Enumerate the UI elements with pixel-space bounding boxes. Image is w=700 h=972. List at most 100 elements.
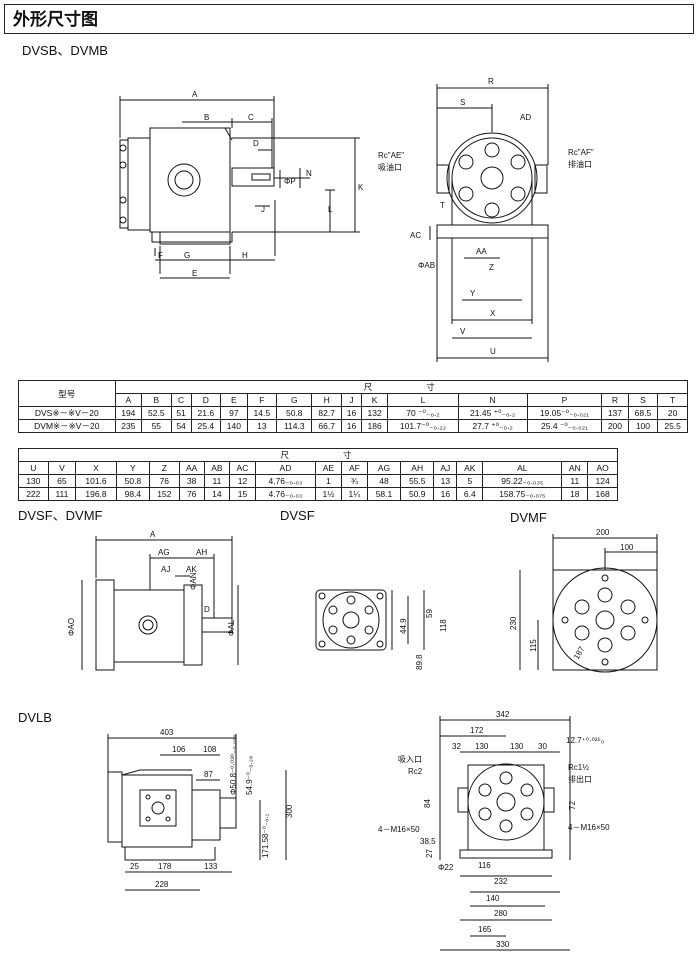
dvsf-dim-AK: AK xyxy=(186,565,197,574)
table-cell: 55.5 xyxy=(400,474,435,488)
table-cell: 196.8 xyxy=(75,487,117,501)
table-cell: 5 xyxy=(456,474,484,488)
dim-Y: Y xyxy=(470,289,476,298)
column-header: D xyxy=(190,393,222,407)
column-header: AN xyxy=(561,461,589,475)
column-header: F xyxy=(246,393,278,407)
dvsf-dim-89-8: 89.8 xyxy=(415,654,424,670)
dim-H: H xyxy=(242,251,248,260)
table-cell: 66.7 xyxy=(311,419,343,433)
section-dvmf-title: DVMF xyxy=(510,510,547,525)
table-cell: 16 xyxy=(433,487,458,501)
table-cell: 13 xyxy=(433,474,458,488)
table-cell: 97 xyxy=(220,406,248,420)
outlet-name-label: 排油口 xyxy=(568,159,592,169)
table-cell: 4.76₋₀.₀₃ xyxy=(254,474,316,488)
table-cell: 20 xyxy=(657,406,688,420)
table-cell: 186 xyxy=(360,419,389,433)
dvmf-dim-200: 200 xyxy=(596,528,610,537)
column-header: L xyxy=(387,393,459,407)
dimension-group-header: 尺 寸 xyxy=(114,380,689,394)
dvlb-dim-140: 140 xyxy=(486,894,500,903)
dim-L: L xyxy=(328,205,333,214)
inlet-name-label: 吸油口 xyxy=(378,162,402,172)
outlet-port-label: Rc"AF" xyxy=(568,148,594,157)
table-cell: 222 xyxy=(18,487,49,501)
model-cell: DVS※－※V－20 xyxy=(18,406,116,420)
table-cell: 70 ⁻⁰₋₀.₂ xyxy=(387,406,459,420)
dvlb-dim-172: 172 xyxy=(470,726,484,735)
dvlb-dim-165: 165 xyxy=(478,925,492,934)
column-header: AF xyxy=(340,461,368,475)
dvlb-dim-300: 300 xyxy=(285,804,294,818)
column-header: X xyxy=(75,461,117,475)
dvlb-bolt-left: 4－M16×50 xyxy=(378,825,420,834)
table-cell: 21.6 xyxy=(190,406,222,420)
dim-A: A xyxy=(192,90,198,99)
column-header: AJ xyxy=(433,461,458,475)
dim-AD: AD xyxy=(520,113,531,122)
model-header: 型号 xyxy=(18,380,116,407)
table-cell: 51 xyxy=(170,406,192,420)
dvsb-cover xyxy=(127,137,151,231)
table-cell: 25.4 ⁻⁰₋₀.₀₂₁ xyxy=(526,419,603,433)
table-cell: 18 xyxy=(561,487,589,501)
column-header: AL xyxy=(482,461,563,475)
dim-E: E xyxy=(192,269,197,278)
table-cell: 50.9 xyxy=(400,487,435,501)
column-header: AC xyxy=(229,461,256,475)
table-cell: 11 xyxy=(203,474,231,488)
table-cell: 1¼ xyxy=(340,487,368,501)
dvsf-dim-AG: AG xyxy=(158,548,170,557)
column-header: AE xyxy=(314,461,342,475)
dim-V: V xyxy=(460,327,466,336)
dvlb-dim-342: 342 xyxy=(496,710,510,719)
table-cell: 27.7 ⁺⁰₋₀.₂ xyxy=(457,419,528,433)
dvlb-inlet-name: 吸入口 xyxy=(398,755,422,764)
dvlb-dim-106: 106 xyxy=(172,745,186,754)
table-cell: 235 xyxy=(114,419,143,433)
table-cell: 21.45 ⁺⁰₋₀.₂ xyxy=(457,406,528,420)
dvlb-dim-403: 403 xyxy=(160,728,174,737)
column-header: B xyxy=(141,393,172,407)
section-dvsb-title: DVSB、DVMB xyxy=(22,43,108,58)
dvlb-dim-32: 32 xyxy=(452,742,461,751)
dim-R: R xyxy=(488,77,494,86)
table-cell: 11 xyxy=(561,474,589,488)
dvlb-dim-27: 27 xyxy=(425,849,434,858)
table-cell: 1 xyxy=(314,474,342,488)
dvsf-dim-AL: ΦAL xyxy=(227,619,236,636)
column-header: R xyxy=(601,393,629,407)
dvlb-dim-130a: 130 xyxy=(475,742,489,751)
table-cell: 200 xyxy=(601,419,629,433)
table-cell: 6.4 xyxy=(456,487,484,501)
dim-AB: ΦAB xyxy=(418,261,435,270)
table-cell: 48 xyxy=(366,474,402,488)
table-cell: 132 xyxy=(360,406,389,420)
dvsf-dim-AO: ΦAO xyxy=(67,618,76,636)
dimension-group-header-2: 尺 寸 xyxy=(18,448,618,462)
dvlb-dim-22: Φ22 xyxy=(438,863,454,872)
table-cell: 152 xyxy=(149,487,180,501)
column-header: AB xyxy=(203,461,231,475)
dim-AA: AA xyxy=(476,247,487,256)
table-cell: 50.8 xyxy=(276,406,313,420)
table-cell: 168 xyxy=(587,487,618,501)
dvsb-drawing: A B C D ΦP N J F G H E L K R S AD Rc"AE"… xyxy=(119,77,594,362)
table-cell: 95.22₋₀.₀₃₅ xyxy=(482,474,563,488)
table-cell: 14 xyxy=(203,487,231,501)
table-cell: 50.8 xyxy=(115,474,151,488)
table-cell: 25.4 xyxy=(190,419,222,433)
dvsf-dim-AN: ΦAN xyxy=(189,572,198,590)
table-cell: 76 xyxy=(178,487,205,501)
table-cell: 114.3 xyxy=(276,419,313,433)
table-cell: 98.4 xyxy=(115,487,151,501)
inlet-port-label: Rc"AE" xyxy=(378,151,404,160)
column-header: G xyxy=(276,393,313,407)
dvlb-dim-280: 280 xyxy=(494,909,508,918)
model-cell: DVM※－※V－20 xyxy=(18,419,116,433)
table-cell: 25.5 xyxy=(657,419,688,433)
dvmf-dim-100: 100 xyxy=(620,543,634,552)
